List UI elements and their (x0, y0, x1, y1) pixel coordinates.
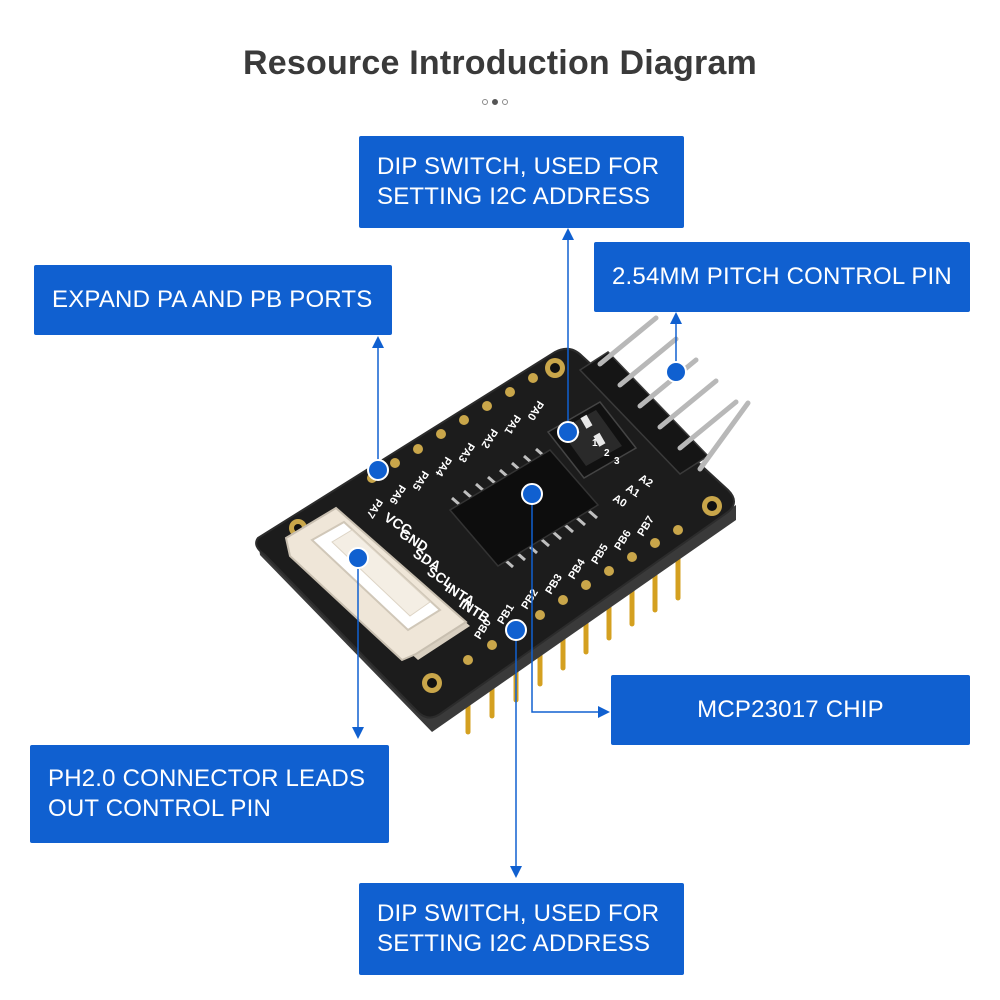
carousel-dot-3[interactable] (502, 99, 508, 105)
callout-dip-switch-bottom: DIP SWITCH, USED FOR SETTING I2C ADDRESS (359, 883, 684, 975)
leader-arrowheads (352, 228, 682, 878)
callout-ph20-line1: PH2.0 CONNECTOR LEADS (48, 765, 366, 792)
control-pin-header (578, 315, 751, 475)
carousel-dot-1[interactable] (482, 99, 488, 105)
callout-pitch-label: 2.54MM PITCH CONTROL PIN (612, 263, 952, 290)
svg-text:2: 2 (604, 448, 610, 459)
callout-dip-bottom-line1: DIP SWITCH, USED FOR (377, 900, 660, 927)
callout-expand-label: EXPAND PA AND PB PORTS (52, 286, 373, 313)
callout-mcp23017-chip: MCP23017 CHIP (611, 675, 970, 745)
pcb-edge (258, 505, 736, 732)
callout-ph20-connector: PH2.0 CONNECTOR LEADS OUT CONTROL PIN (30, 745, 389, 843)
svg-text:1: 1 (592, 438, 598, 449)
callout-chip-label: MCP23017 CHIP (697, 696, 884, 723)
page-title: Resource Introduction Diagram (243, 44, 757, 82)
callout-dip-top-line1: DIP SWITCH, USED FOR (377, 153, 660, 180)
svg-text:3: 3 (614, 456, 620, 467)
callout-dip-top-line2: SETTING I2C ADDRESS (377, 183, 651, 210)
callout-expand-ports: EXPAND PA AND PB PORTS (34, 265, 392, 335)
callout-ph20-line2: OUT CONTROL PIN (48, 795, 272, 822)
carousel-indicator (482, 97, 508, 107)
mcp23017-chip (448, 447, 600, 569)
ph20-connector (284, 506, 470, 662)
callout-dip-switch-top: DIP SWITCH, USED FOR SETTING I2C ADDRESS (359, 136, 684, 228)
carousel-dot-2-active[interactable] (492, 99, 498, 105)
callout-dip-bottom-line2: SETTING I2C ADDRESS (377, 930, 651, 957)
mounting-holes (289, 358, 722, 693)
marker-dots (347, 361, 687, 641)
callout-pitch-pin: 2.54MM PITCH CONTROL PIN (594, 242, 970, 312)
